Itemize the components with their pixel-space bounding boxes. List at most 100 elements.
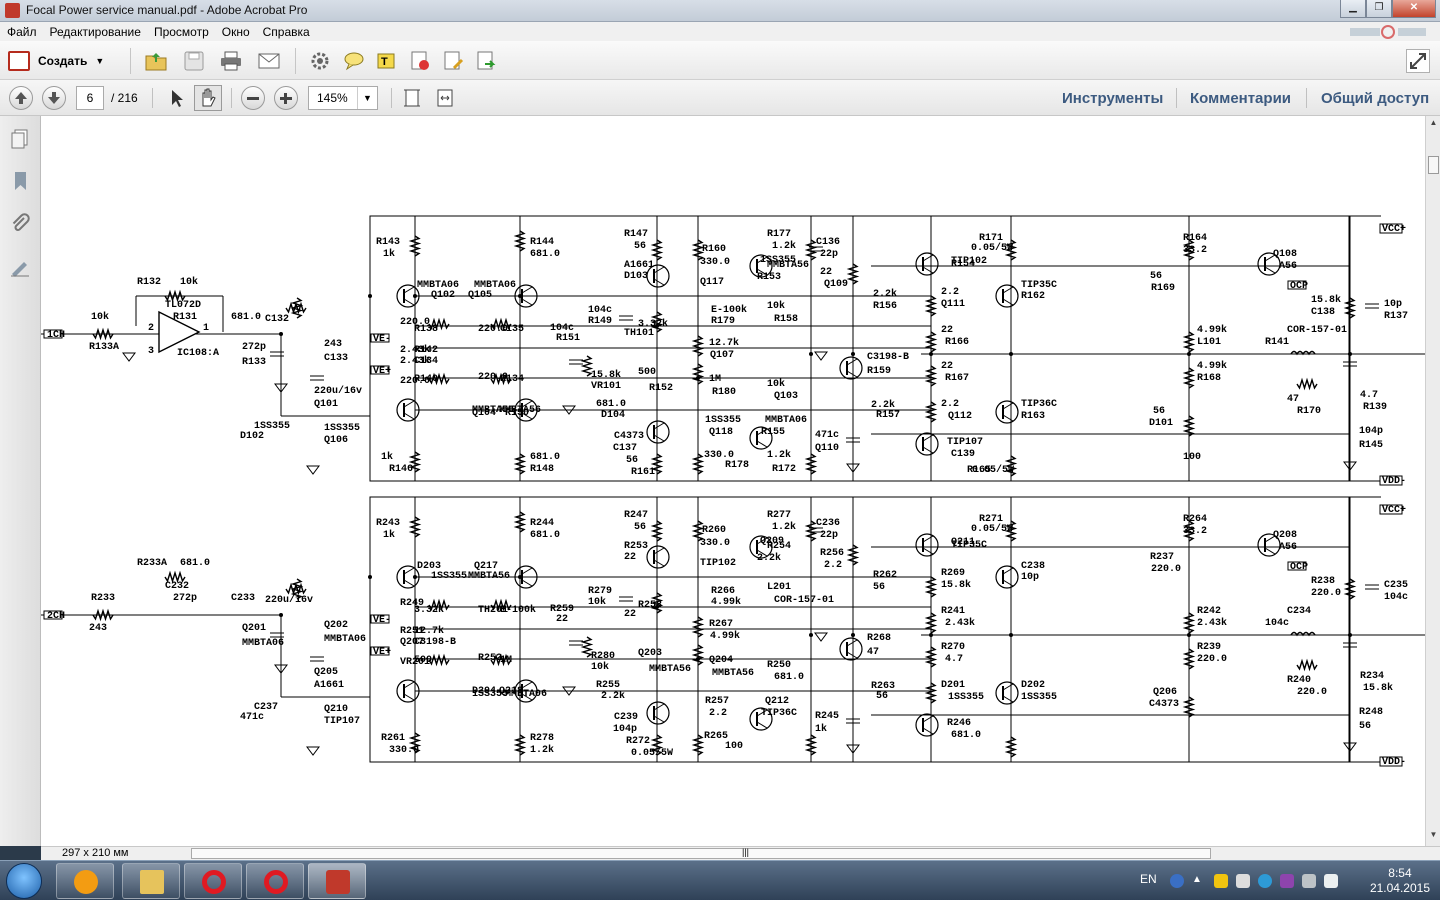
horizontal-scrollbar[interactable]: ||| (191, 847, 1211, 859)
menu-help[interactable]: Справка (262, 24, 310, 39)
component-label: 2.43k (1197, 617, 1227, 629)
resistor-symbol (408, 451, 422, 473)
component-label: Q111 (941, 299, 965, 310)
maximize-button[interactable]: ❐ (1366, 0, 1392, 18)
signatures-button[interactable] (9, 256, 31, 278)
component-label: 1SS355 (948, 692, 984, 703)
component-label: MMBTA56 (472, 405, 514, 416)
highlight-button[interactable]: T (373, 48, 401, 74)
scroll-grip[interactable]: ||| (742, 847, 750, 857)
component-label: Q207 (400, 637, 424, 648)
vertical-scrollbar[interactable]: ▲ ▼ (1425, 116, 1440, 846)
junction-dot (368, 575, 372, 579)
chevron-up-icon[interactable]: ▲ (1192, 874, 1202, 885)
junction-dot (851, 633, 855, 637)
component-label: Q103 (774, 391, 798, 402)
menu-file[interactable]: Файл (7, 24, 37, 39)
component-label: R237 (1150, 552, 1174, 563)
resistor-symbol (924, 612, 938, 634)
flag-icon[interactable] (1214, 874, 1228, 888)
create-button[interactable]: Создать ▼ (8, 48, 104, 74)
fit-width-button[interactable] (431, 85, 459, 111)
toolbar-divider (231, 88, 232, 108)
menu-window[interactable]: Окно (221, 24, 250, 39)
fullscreen-button[interactable] (1406, 49, 1430, 73)
resistor-symbol (924, 295, 938, 317)
component-label: 681.0 (774, 672, 804, 683)
resistor-symbol (1182, 612, 1196, 634)
menu-edit[interactable]: Редактирование (49, 24, 141, 39)
help-icon[interactable] (1170, 874, 1184, 888)
taskbar-acrobat[interactable] (308, 863, 366, 899)
next-page-button[interactable] (42, 86, 66, 110)
component-label: 22 (624, 552, 636, 563)
share-panel-link[interactable]: Общий доступ (1321, 90, 1430, 107)
taskbar-opera-1[interactable] (184, 863, 242, 899)
resistor-symbol (804, 453, 818, 475)
transistor-lead (653, 559, 665, 567)
scroll-up-arrow[interactable]: ▲ (1429, 118, 1438, 127)
component-label: COR-157-01 (774, 595, 834, 606)
transistor-lead (521, 579, 533, 587)
delete-page-button[interactable] (406, 48, 434, 74)
component-label: R247 (624, 510, 648, 521)
page-edit-button[interactable] (439, 48, 467, 74)
transistor-lead (403, 681, 415, 689)
component-label: OCP (1290, 562, 1308, 573)
close-button[interactable]: ✕ (1392, 0, 1436, 18)
component-label: TIP35C (951, 540, 987, 551)
zoom-select[interactable]: 145% ▼ (308, 86, 378, 110)
save-button[interactable] (180, 48, 208, 74)
action-center-icon[interactable] (1236, 874, 1250, 888)
open-folder-button[interactable] (142, 48, 170, 74)
attachments-button[interactable] (9, 212, 31, 234)
transistor-lead (922, 715, 934, 723)
print-button[interactable] (217, 48, 245, 74)
previous-page-button[interactable] (9, 86, 33, 110)
minimize-button[interactable]: ▁ (1340, 0, 1366, 18)
fit-page-button[interactable] (398, 85, 426, 111)
scroll-down-arrow[interactable]: ▼ (1429, 830, 1438, 839)
zoom-in-button[interactable] (274, 86, 298, 110)
comment-button[interactable] (340, 48, 368, 74)
transistor-lead (653, 422, 665, 430)
zoom-out-button[interactable] (241, 86, 265, 110)
component-label: 33.2 (1183, 526, 1207, 537)
clock[interactable]: 8:54 21.04.2015 (1370, 866, 1430, 896)
component-label: 10p (1021, 572, 1039, 583)
status-bar: 297 x 210 мм ||| (41, 846, 1440, 860)
network-icon[interactable] (1302, 874, 1316, 888)
component-label: 2.43k (945, 617, 975, 629)
tools-panel-link[interactable]: Инструменты (1062, 90, 1164, 107)
start-button[interactable] (6, 863, 42, 899)
email-button[interactable] (255, 48, 283, 74)
menu-view[interactable]: Просмотр (153, 24, 209, 39)
component-label: 1M (709, 374, 721, 385)
language-indicator[interactable]: EN (1140, 872, 1157, 886)
page-export-button[interactable] (472, 48, 500, 74)
scroll-thumb[interactable] (1428, 156, 1439, 174)
resistor-symbol (1182, 696, 1196, 718)
component-label: C139 (951, 449, 975, 460)
rail-port (1379, 223, 1403, 234)
bookmarks-button[interactable] (9, 170, 31, 192)
select-tool-button[interactable] (162, 85, 190, 111)
component-label: A56 (1279, 261, 1297, 272)
page-number-input[interactable]: 6 (76, 86, 104, 110)
taskbar-media-player[interactable] (56, 863, 114, 899)
browser-icon[interactable] (1258, 874, 1272, 888)
transistor-lead (846, 358, 858, 366)
settings-button[interactable] (306, 48, 334, 74)
chevron-down-icon[interactable]: ▼ (357, 87, 377, 109)
taskbar-explorer[interactable] (122, 863, 180, 899)
page-thumbnails-button[interactable] (9, 128, 31, 150)
hand-tool-button[interactable] (194, 85, 222, 111)
app-tray-icon[interactable] (1280, 874, 1294, 888)
volume-icon[interactable] (1324, 874, 1338, 888)
resistor-symbol (513, 734, 527, 756)
component-label: Q211 (951, 537, 975, 548)
component-label: R243 (376, 518, 400, 529)
comments-panel-link[interactable]: Комментарии (1190, 90, 1292, 107)
taskbar-opera-2[interactable] (246, 863, 304, 899)
